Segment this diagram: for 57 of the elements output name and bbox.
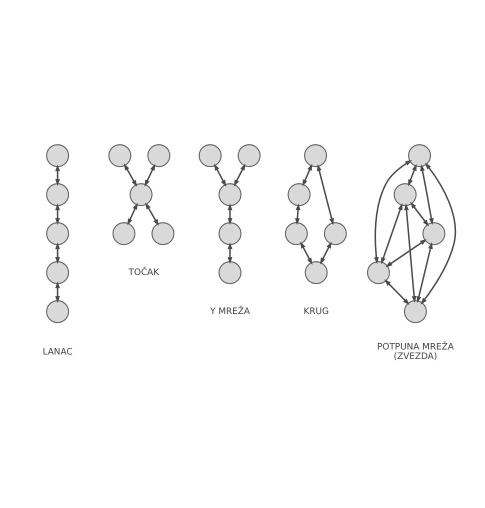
node-circle xyxy=(146,144,170,167)
arrow xyxy=(54,202,60,224)
arrow xyxy=(408,163,416,186)
node-circle xyxy=(198,144,222,167)
label: TOČAK xyxy=(128,267,159,278)
arrow xyxy=(233,163,245,186)
node-circle xyxy=(150,222,174,245)
node-circle xyxy=(304,144,326,167)
arrow xyxy=(54,164,60,186)
label: Y MREŽA xyxy=(210,306,250,316)
arrow xyxy=(144,163,155,186)
arrow xyxy=(404,202,416,302)
label: POTPUNA MREŽA (ZVEZDA) xyxy=(376,342,454,362)
node-circle xyxy=(46,300,69,323)
node-circle xyxy=(287,182,310,206)
node-circle xyxy=(218,260,241,284)
label: KRUG xyxy=(303,306,328,316)
node-circle xyxy=(393,182,416,206)
node-circle xyxy=(237,144,260,167)
arrow xyxy=(416,242,432,303)
node-circle xyxy=(408,144,430,167)
node-circle xyxy=(129,182,152,206)
arrow xyxy=(294,202,300,224)
node-circle xyxy=(46,144,69,167)
arrow xyxy=(420,162,456,304)
node-circle xyxy=(323,222,346,245)
label: LANAC xyxy=(42,346,72,357)
arrow xyxy=(54,280,60,302)
arrow xyxy=(300,241,312,264)
arrow xyxy=(374,160,412,264)
node-circle xyxy=(218,182,241,206)
arrow xyxy=(384,278,410,304)
arrow xyxy=(316,164,334,225)
arrow xyxy=(227,202,232,224)
node-circle xyxy=(112,222,135,245)
arrow xyxy=(420,164,434,224)
node-circle xyxy=(366,260,390,284)
arrow xyxy=(320,241,332,264)
arrow xyxy=(214,163,226,186)
node-circle xyxy=(46,222,69,245)
arrow xyxy=(227,242,232,264)
node-circle xyxy=(284,222,308,245)
arrow xyxy=(144,202,158,226)
node-circle xyxy=(46,182,69,206)
node-circle xyxy=(422,222,445,245)
node-circle xyxy=(108,144,131,167)
arrow xyxy=(123,162,137,186)
arrow xyxy=(410,201,428,226)
arrow xyxy=(54,242,60,264)
node-circle xyxy=(304,260,328,284)
arrow xyxy=(380,202,402,264)
node-circle xyxy=(46,260,69,284)
arrow xyxy=(126,202,138,225)
arrow xyxy=(302,163,312,186)
node-circle xyxy=(218,222,241,245)
arrow xyxy=(384,238,426,267)
node-circle xyxy=(403,300,426,323)
